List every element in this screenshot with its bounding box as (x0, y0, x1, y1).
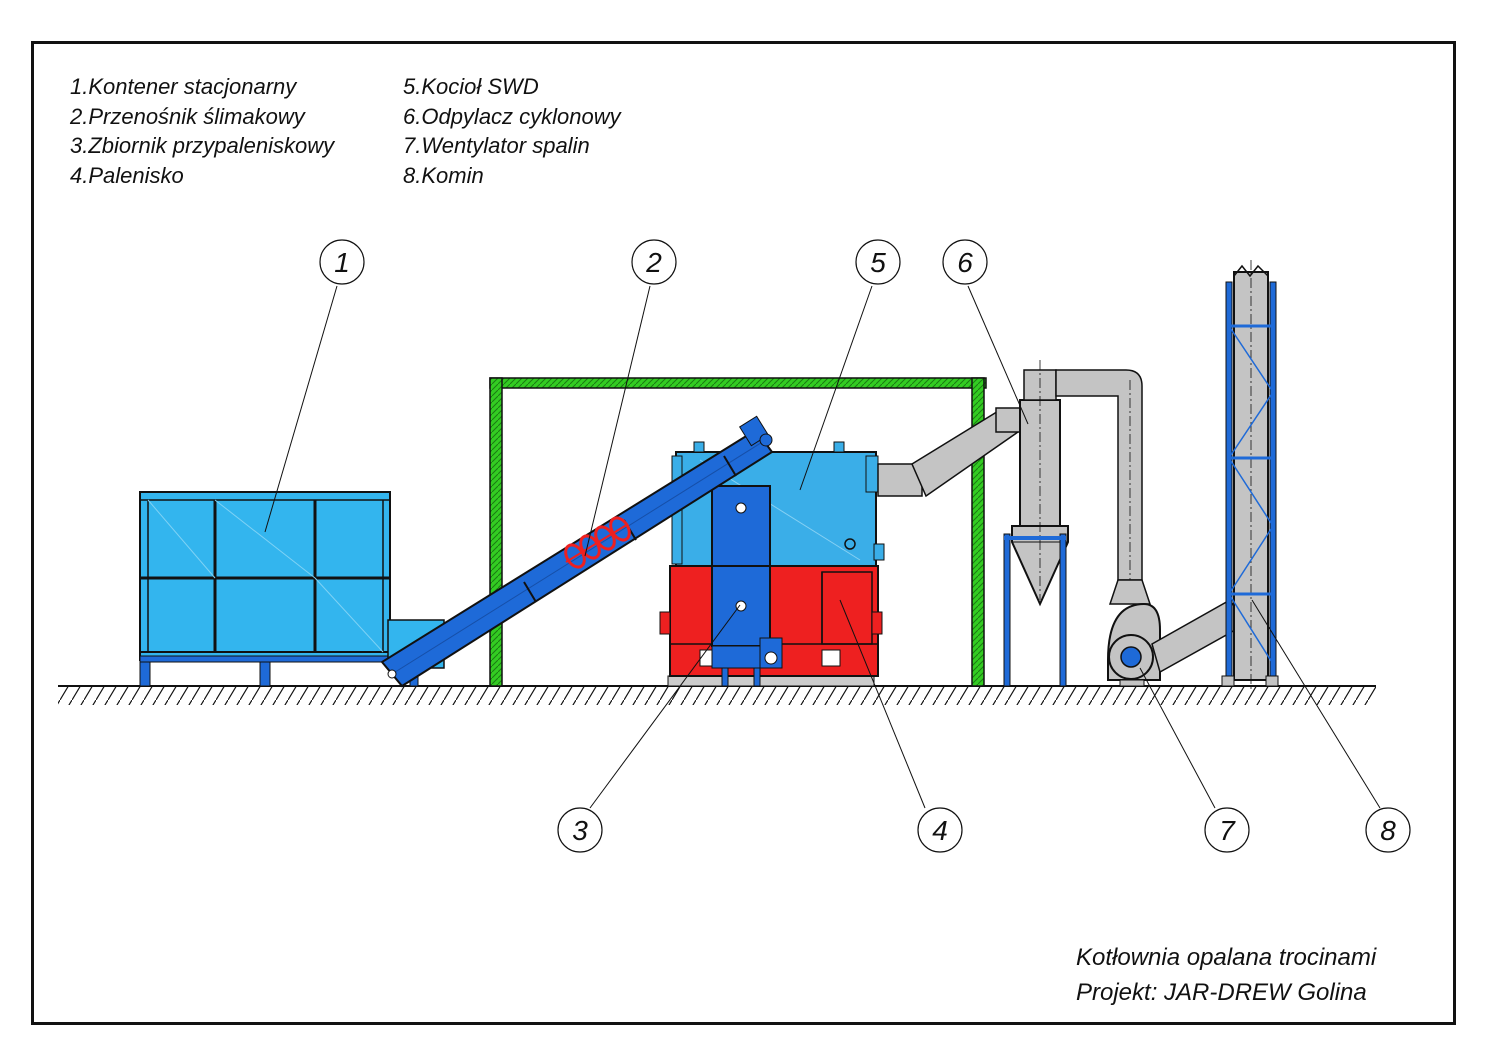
callout-label-5: 5 (870, 247, 886, 278)
leader-line-2 (584, 285, 651, 557)
title-block: Kotłownia opalana trocinami Projekt: JAR… (1076, 940, 1376, 1010)
leader-line-1 (264, 285, 338, 533)
leader-line-6 (967, 285, 1029, 425)
legend-item-5: 5.Kocioł SWD (403, 74, 539, 99)
leader-line-8 (1251, 599, 1381, 809)
project-name: Projekt: JAR-DREW Golina (1076, 979, 1367, 1006)
leader-lines (264, 285, 1381, 809)
callout-6: 6 (942, 239, 988, 285)
flue-duct (877, 407, 1027, 498)
legend-item-3: 3.Zbiornik przypaleniskowy (70, 133, 335, 158)
callout-label-8: 8 (1380, 815, 1396, 846)
callout-label-6: 6 (957, 247, 973, 278)
legend-item-6: 6.Odpylacz cyklonowy (403, 103, 621, 129)
callout-label-4: 4 (932, 815, 948, 846)
callout-2: 2 (631, 239, 677, 285)
callout-5: 5 (855, 239, 901, 285)
boiler (671, 441, 885, 567)
exhaust-fan (1107, 599, 1248, 687)
screw-flight (564, 516, 631, 569)
callout-label-1: 1 (334, 247, 350, 278)
callout-label-3: 3 (572, 815, 588, 846)
legend-item-8: 8.Komin (403, 162, 484, 188)
screw-conveyor (380, 415, 774, 688)
callout-4: 4 (917, 807, 963, 853)
callout-7: 7 (1204, 807, 1250, 853)
hopper (711, 485, 783, 687)
drawing-border (31, 41, 1456, 1025)
legend-column-1: 1.Kontener stacjonarny 2.Przenośnik ślim… (70, 72, 334, 190)
leader-line-7 (1139, 667, 1216, 809)
leader-line-4 (839, 599, 926, 809)
leader-line-3 (589, 604, 741, 809)
callout-1: 1 (319, 239, 365, 285)
ground (58, 685, 1376, 705)
chimney (1221, 260, 1279, 690)
leader-line-5 (799, 285, 873, 491)
callout-8: 8 (1365, 807, 1411, 853)
callout-label-7: 7 (1219, 815, 1236, 846)
callout-label-2: 2 (645, 247, 662, 278)
legend-item-7: 7.Wentylator spalin (403, 133, 590, 158)
container (139, 491, 445, 687)
legend-item-4: 4.Palenisko (70, 162, 184, 188)
callout-3: 3 (557, 807, 603, 853)
legend-item-1: 1.Kontener stacjonarny (70, 74, 297, 99)
legend-item-2: 2.Przenośnik ślimakowy (70, 103, 305, 129)
fan-inlet-duct (1055, 369, 1152, 605)
legend-column-2: 5.Kocioł SWD 6.Odpylacz cyklonowy 7.Went… (403, 72, 621, 190)
drawing-title: Kotłownia opalana trocinami (1076, 944, 1377, 971)
